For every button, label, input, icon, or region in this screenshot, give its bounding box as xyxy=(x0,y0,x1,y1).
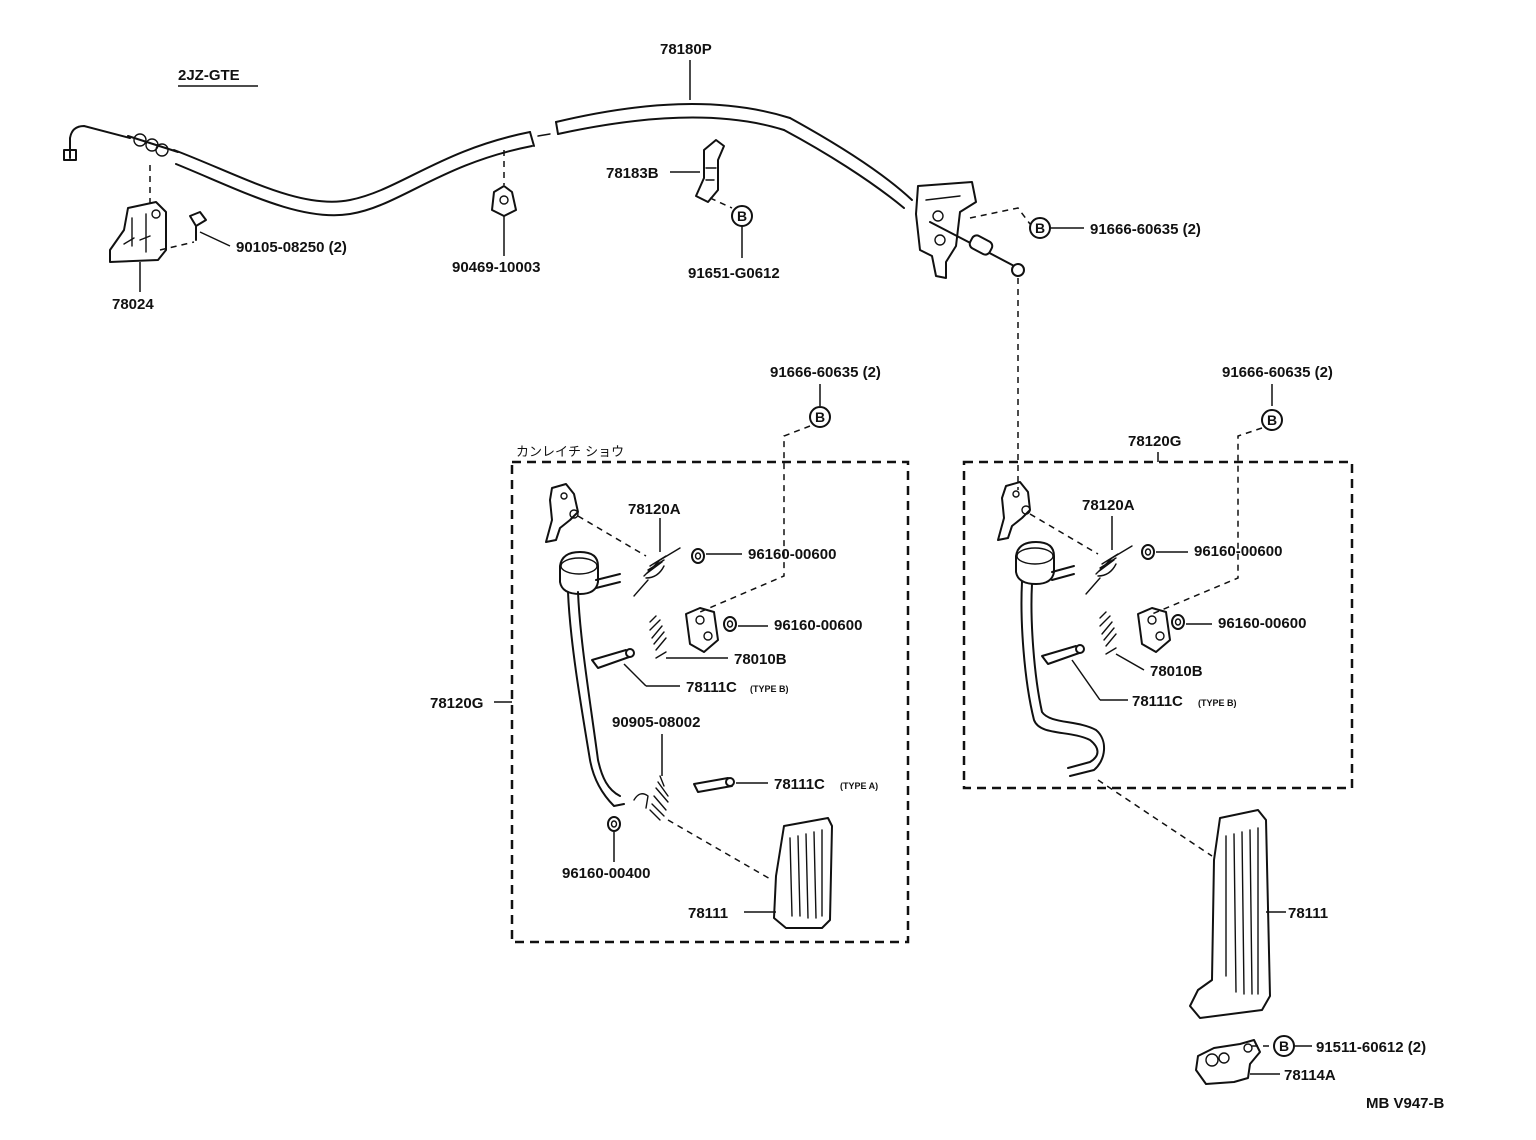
svg-text:B: B xyxy=(1035,220,1045,236)
label-78111C-left-a: 78111C xyxy=(774,776,825,793)
label-78120G-right: 78120G xyxy=(1128,433,1181,450)
label-78111-right: 78111 xyxy=(1288,905,1328,922)
right-small-bracket xyxy=(997,481,1031,541)
left-bushing-1 xyxy=(691,548,705,564)
label-78111C-left-b: 78111C xyxy=(686,679,737,696)
cable-clamp xyxy=(695,139,725,203)
right-spring xyxy=(1085,545,1133,595)
label-96160-00600-right-2: 96160-00600 xyxy=(1218,615,1306,632)
left-frame-title: カンレイチ ショウ xyxy=(516,445,624,460)
label-78114A: 78114A xyxy=(1284,1067,1336,1084)
cable-clip xyxy=(491,185,517,217)
label-78180P: 78180P xyxy=(660,41,712,58)
label-91666-60635-top: 91666-60635 (2) xyxy=(1090,221,1201,238)
label-78183B: 78183B xyxy=(606,165,659,182)
label-96160-00400: 96160-00400 xyxy=(562,865,650,882)
left-spring xyxy=(633,547,681,597)
label-78010B-right: 78010B xyxy=(1150,663,1203,680)
cable-bracket xyxy=(109,201,167,263)
label-90105-08250: 90105-08250 (2) xyxy=(236,239,347,256)
label-78120G-left: 78120G xyxy=(430,695,483,712)
pedal-support-bracket xyxy=(915,181,977,279)
right-bushing-2 xyxy=(1171,614,1185,630)
label-78111-left: 78111 xyxy=(688,905,728,922)
label-91651-G0612: 91651-G0612 xyxy=(688,265,780,282)
left-stopper-plate xyxy=(685,607,719,653)
svg-text:B: B xyxy=(815,409,825,425)
left-bushing-2 xyxy=(723,616,737,632)
svg-text:B: B xyxy=(737,208,747,224)
label-78120A-right: 78120A xyxy=(1082,497,1135,514)
badge-b-right xyxy=(1261,409,1283,431)
label-typeb-left: (TYPE B) xyxy=(750,684,789,694)
bracket-bolt xyxy=(189,211,207,241)
left-coil-spring xyxy=(649,615,667,659)
right-bushing-1 xyxy=(1141,544,1155,560)
label-78010B-left: 78010B xyxy=(734,651,787,668)
label-78111C-right-b: 78111C xyxy=(1132,693,1183,710)
right-pedal-pad xyxy=(1189,809,1271,1019)
svg-text:B: B xyxy=(1267,412,1277,428)
label-90469-10003: 90469-10003 xyxy=(452,259,540,276)
left-assembly-frame xyxy=(510,460,910,944)
left-small-bracket xyxy=(545,483,579,543)
right-pedal-arm xyxy=(1015,541,1105,777)
label-78120A-left: 78120A xyxy=(628,501,681,518)
label-96160-00600-left-2: 96160-00600 xyxy=(774,617,862,634)
svg-text:B: B xyxy=(1279,1038,1289,1054)
right-assembly-frame xyxy=(962,460,1354,790)
left-pedal-pad xyxy=(773,817,833,929)
left-shaft-type-a xyxy=(693,777,735,793)
label-91666-60635-left: 91666-60635 (2) xyxy=(770,364,881,381)
label-90905-08002: 90905-08002 xyxy=(612,714,700,731)
label-91511-60612: 91511-60612 (2) xyxy=(1316,1039,1426,1056)
pad-bracket xyxy=(1195,1039,1261,1085)
label-78024: 78024 xyxy=(112,296,154,313)
right-shaft-type-b xyxy=(1041,644,1085,665)
left-return-spring xyxy=(633,775,669,821)
label-96160-00600-left-1: 96160-00600 xyxy=(748,546,836,563)
left-shaft-type-b xyxy=(591,648,635,669)
label-96160-00600-right-1: 96160-00600 xyxy=(1194,543,1282,560)
badge-b-left xyxy=(809,406,831,428)
left-bushing-3 xyxy=(607,816,621,832)
figure-code: MB V947-B xyxy=(1366,1095,1445,1112)
engine-label: 2JZ-GTE xyxy=(178,67,240,84)
right-stopper-plate xyxy=(1137,607,1171,653)
label-typea-left: (TYPE A) xyxy=(840,781,878,791)
label-91666-60635-right: 91666-60635 (2) xyxy=(1222,364,1333,381)
accelerator-cable xyxy=(63,103,1025,277)
cable-end-hook xyxy=(69,125,131,159)
label-typeb-right: (TYPE B) xyxy=(1198,698,1237,708)
left-pedal-arm xyxy=(559,551,625,807)
right-coil-spring xyxy=(1099,611,1117,655)
